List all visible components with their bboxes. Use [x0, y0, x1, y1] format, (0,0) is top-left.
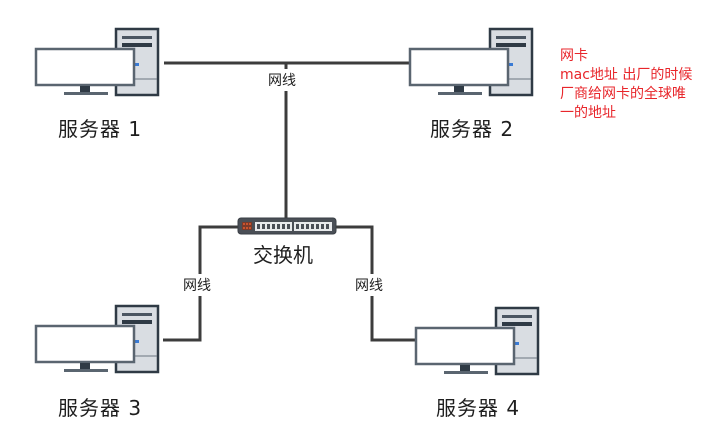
server-1-label: 服务器 1 — [58, 117, 143, 141]
note-line: 网卡 — [560, 48, 588, 64]
server-3-label: 服务器 3 — [58, 396, 143, 420]
server-2-icon — [408, 27, 534, 97]
server-3-icon — [34, 304, 160, 374]
server-2-label: 服务器 2 — [430, 117, 515, 141]
note-line: 厂商给网卡的全球唯 — [560, 86, 686, 102]
mac-address-note: 网卡 mac地址 出厂的时候 厂商给网卡的全球唯 一的地址 — [560, 47, 692, 123]
cable-label-left: 网线 — [183, 274, 211, 296]
switch-label: 交换机 — [253, 243, 313, 267]
server-1-icon — [34, 27, 160, 97]
network-switch-icon — [237, 217, 337, 235]
note-line: mac地址 出厂的时候 — [560, 67, 693, 83]
cable-label-right: 网线 — [355, 274, 383, 296]
cable-label-top: 网线 — [268, 69, 296, 91]
cables — [163, 61, 416, 342]
server-4-icon — [414, 306, 540, 376]
note-line: 一的地址 — [560, 105, 616, 121]
server-4-label: 服务器 4 — [436, 396, 521, 420]
